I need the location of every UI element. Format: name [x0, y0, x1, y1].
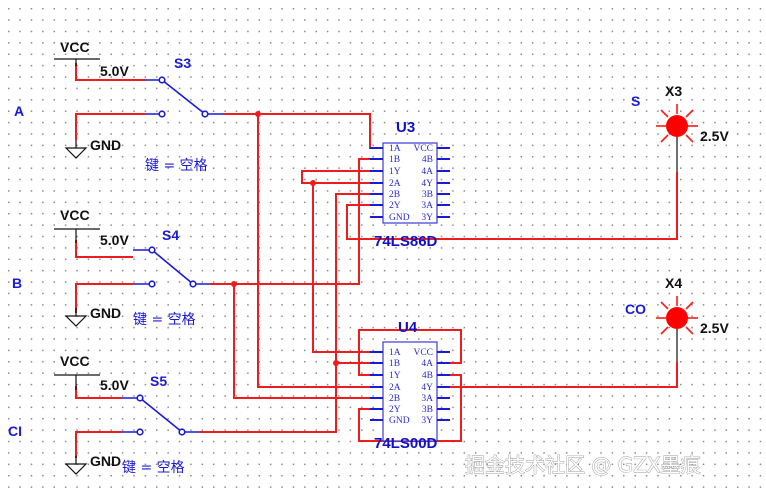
ground-icon: [64, 456, 88, 475]
switch-ref: S3: [174, 55, 191, 71]
key-binding-label: 键 = 空格: [122, 460, 185, 476]
vcc-voltage: 5.0V: [100, 232, 129, 248]
vcc-voltage: 5.0V: [100, 63, 129, 79]
probe-lamp-icon: [656, 296, 698, 335]
vcc-label: VCC: [60, 207, 90, 223]
pin-label: 2B: [389, 190, 400, 200]
pin-label: 3B: [422, 190, 433, 200]
junction-dot: [333, 360, 339, 366]
wire-ci-out[interactable]: [199, 193, 383, 433]
output-label-co: CO: [625, 301, 646, 317]
pin-label: 4Y: [421, 383, 433, 393]
pin-label: 4B: [422, 371, 433, 381]
pin-label: 2Y: [389, 201, 401, 211]
switch-s3[interactable]: [145, 76, 223, 118]
chip-ref: U3: [396, 119, 415, 136]
pin-label: 4A: [421, 167, 433, 177]
chip-pins-left: [370, 147, 383, 218]
chip-pin-labels: 1A 1B 1Y 2A 2B 2Y GND VCC 4B 4A 4Y 3B 3A…: [389, 144, 433, 223]
pin-label: 3Y: [421, 416, 433, 426]
input-label-ci: CI: [8, 423, 22, 439]
pin-label: 2A: [389, 179, 401, 189]
vcc-label: VCC: [60, 39, 90, 55]
junction-dot: [310, 180, 316, 186]
pin-label: GND: [389, 213, 410, 223]
pin-label: 1Y: [389, 371, 401, 381]
switch-s4[interactable]: [133, 246, 210, 288]
pin-label: 3A: [421, 201, 433, 211]
wire-s3-vcc[interactable]: [75, 63, 145, 81]
chip-pin-labels: 1A 1B 1Y 2A 2B 2Y GND VCC 4A 4B 4Y 3A 3B…: [389, 348, 433, 426]
switch-s5[interactable]: [122, 394, 199, 436]
pin-label: 4Y: [421, 179, 433, 189]
pin-label: 1A: [389, 348, 401, 358]
wire-a-to-u4-2a[interactable]: [257, 114, 383, 388]
wire-a-out[interactable]: [223, 113, 383, 149]
pin-label: VCC: [413, 348, 433, 358]
ground-icon: [64, 308, 88, 327]
wire-s5-gnd[interactable]: [75, 431, 122, 458]
vcc-voltage: 5.0V: [100, 377, 129, 393]
chip-part-number: 74LS00D: [374, 435, 438, 452]
wire-u3-2y-s[interactable]: [346, 172, 678, 240]
probe-ref: X3: [665, 83, 682, 99]
switch-ref: S5: [150, 373, 167, 389]
pin-label: 2A: [389, 383, 401, 393]
chip-u4[interactable]: U4 1A 1B 1Y 2A 2B 2Y GND VCC 4A 4B 4Y 3A: [370, 319, 450, 452]
pin-label: 3A: [421, 394, 433, 404]
chip-u3[interactable]: U3 1A 1B 1Y 2A 2B 2Y GND VCC 4B 4A 4Y 3B: [370, 119, 450, 250]
junction-dot: [255, 111, 261, 117]
probe-ref: X4: [665, 275, 682, 291]
pin-label: 1B: [389, 359, 400, 369]
chip-part-number: 74LS86D: [374, 233, 438, 250]
junction-dot: [231, 281, 237, 287]
watermark: 掘金技术社区 @ GZX墨痕: [465, 453, 701, 477]
probe-lamp-icon: [656, 104, 698, 143]
input-label-b: B: [12, 275, 22, 291]
pin-label: 1A: [389, 144, 401, 154]
pin-label: 2Y: [389, 405, 401, 415]
wire-u4-4y-co[interactable]: [450, 362, 678, 388]
pin-label: 1Y: [389, 167, 401, 177]
pin-label: 3Y: [421, 213, 433, 223]
pin-label: 4B: [422, 155, 433, 165]
wire-b-out[interactable]: [210, 158, 383, 285]
wire-b-to-u4-2b[interactable]: [233, 284, 383, 399]
probe-x3[interactable]: X3 S 2.5V: [631, 83, 729, 172]
ground-icon: [64, 140, 88, 159]
input-label-a: A: [14, 103, 24, 119]
chip-pins-right: [437, 147, 450, 218]
pin-label: 2B: [389, 394, 400, 404]
junctions: [231, 111, 339, 366]
input-b-group: VCC 5.0V S4 B GND 键 = 空格: [12, 207, 210, 328]
wire-s3-gnd[interactable]: [75, 113, 145, 140]
probe-voltage: 2.5V: [700, 128, 729, 144]
chip-pins-left: [370, 351, 383, 421]
wire-u4-1y-loop[interactable]: [358, 329, 462, 376]
probe-x4[interactable]: X4 CO 2.5V: [625, 275, 729, 362]
gnd-label: GND: [90, 453, 121, 469]
probe-voltage: 2.5V: [700, 320, 729, 336]
key-binding-label: 键 = 空格: [145, 158, 208, 174]
chip-pins-right: [437, 351, 450, 421]
input-a-group: VCC 5.0V S3 A GND 键 = 空格: [14, 39, 223, 174]
wire-s4-vcc[interactable]: [75, 240, 133, 258]
input-ci-group: VCC 5.0V S5 CI GND 键 = 空格: [8, 353, 199, 476]
chip-body: [382, 341, 438, 442]
output-label-s: S: [631, 93, 640, 109]
pin-label: VCC: [413, 144, 433, 154]
wire-u3-1y-2a[interactable]: [301, 170, 383, 184]
pin-label: 4A: [421, 359, 433, 369]
switch-ref: S4: [162, 227, 179, 243]
vcc-label: VCC: [60, 353, 90, 369]
wire-s4-gnd[interactable]: [75, 283, 133, 313]
chip-ref: U4: [398, 319, 418, 336]
key-binding-label: 键 = 空格: [133, 312, 196, 328]
pin-label: 1B: [389, 155, 400, 165]
gnd-label: GND: [90, 137, 121, 153]
pin-label: GND: [389, 416, 410, 426]
gnd-label: GND: [90, 305, 121, 321]
pin-label: 3B: [422, 405, 433, 415]
